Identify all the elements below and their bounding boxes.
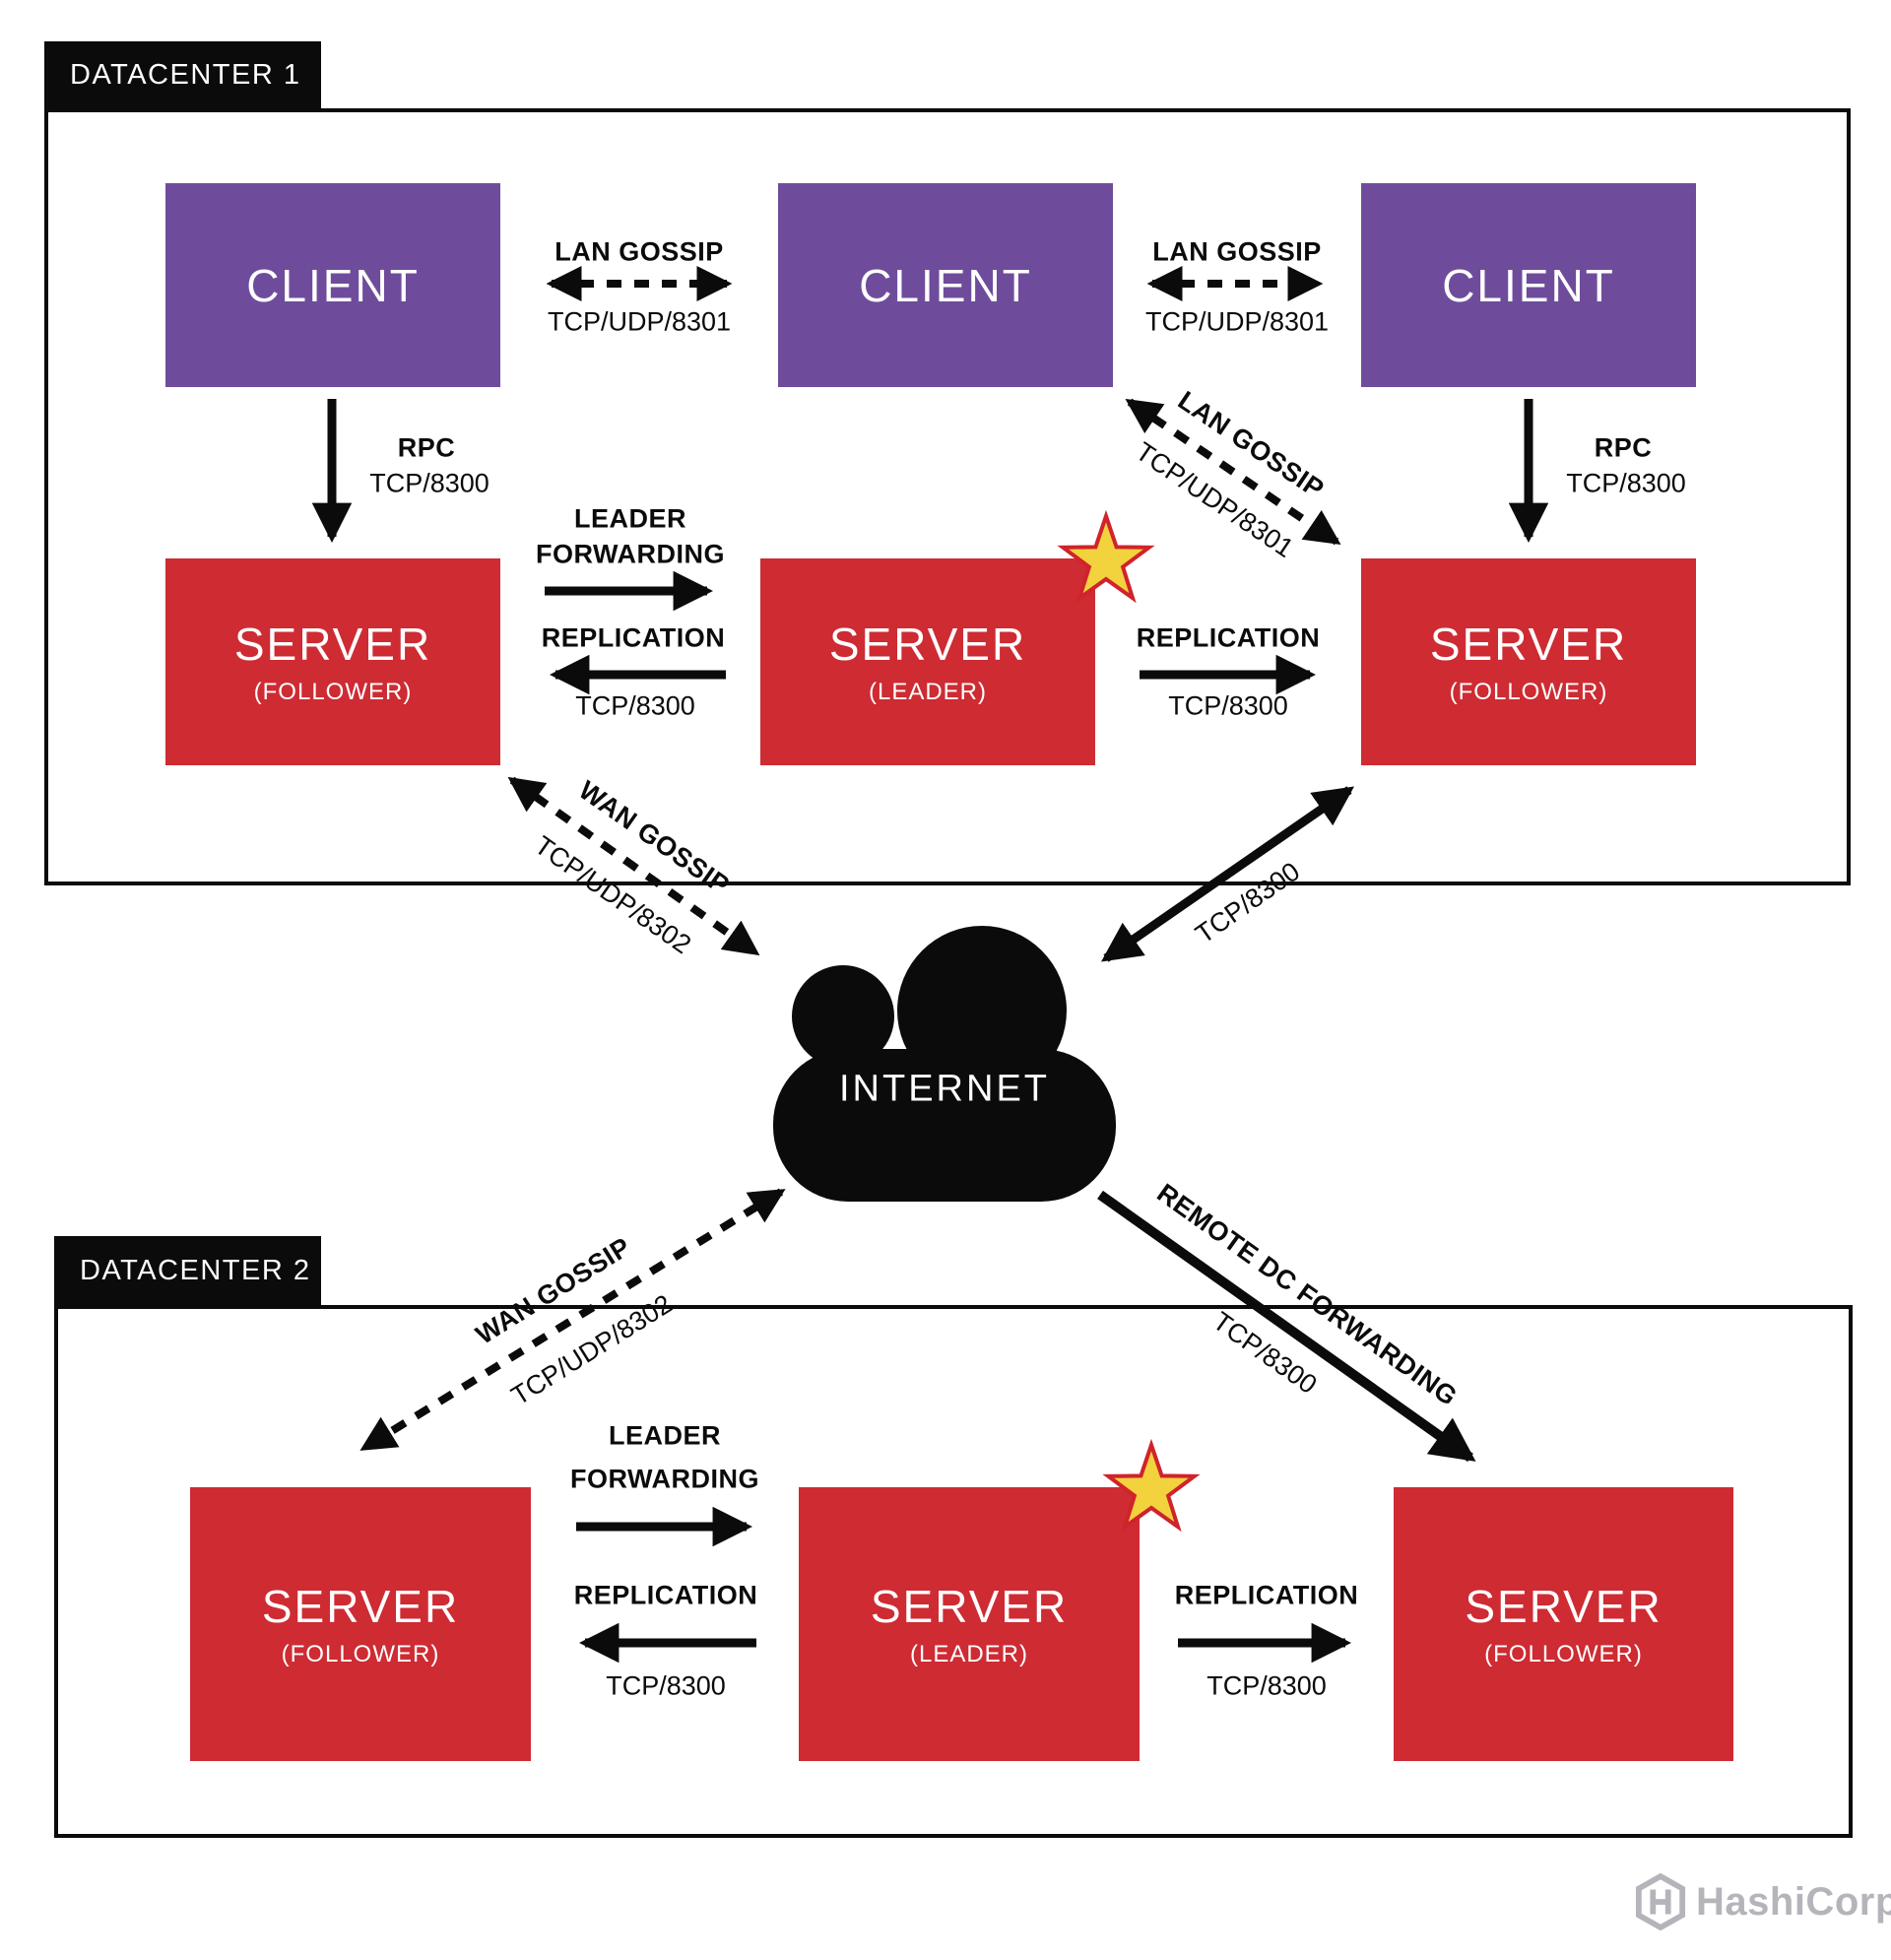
- dc1-client-2: CLIENT: [778, 183, 1113, 387]
- dc1-server-3-label: SERVER: [1429, 619, 1628, 670]
- dc1-replication-left-title: REPLICATION: [541, 622, 726, 653]
- dc1-server-leader: SERVER (LEADER): [760, 558, 1095, 765]
- dc1-server-follower-left: SERVER (FOLLOWER): [165, 558, 500, 765]
- lan-gossip-1-title: LAN GOSSIP: [554, 236, 724, 267]
- dc1-server-follower-right: SERVER (FOLLOWER): [1361, 558, 1696, 765]
- dc1-client-2-label: CLIENT: [859, 259, 1032, 311]
- dc1-server-1-role: (FOLLOWER): [253, 679, 413, 705]
- dc1-server-1-label: SERVER: [233, 619, 432, 670]
- dc2-replication-right-title: REPLICATION: [1174, 1580, 1359, 1610]
- dc1-server-2-role: (LEADER): [868, 679, 988, 705]
- datacenter2-tab: DATACENTER 2: [54, 1236, 321, 1305]
- dc2-leader-forwarding-line2: FORWARDING: [570, 1464, 759, 1494]
- dc1-client-3-label: CLIENT: [1442, 259, 1615, 311]
- internet-label: INTERNET: [839, 1068, 1050, 1110]
- dc1-server-3-role: (FOLLOWER): [1449, 679, 1608, 705]
- rpc-right-title: RPC: [1594, 432, 1653, 463]
- dc1-leader-forwarding-line2: FORWARDING: [536, 539, 725, 569]
- dc1-replication-left-port: TCP/8300: [575, 690, 695, 721]
- rpc-left-port: TCP/8300: [369, 468, 489, 498]
- dc2-replication-left-title: REPLICATION: [573, 1580, 758, 1610]
- dc2-server-1-role: (FOLLOWER): [281, 1641, 440, 1667]
- rpc-left-title: RPC: [397, 432, 456, 463]
- hashicorp-logo: HashiCorp: [1635, 1873, 1891, 1930]
- dc1-client-1-label: CLIENT: [246, 259, 420, 311]
- datacenter2-label: DATACENTER 2: [80, 1254, 311, 1286]
- dc2-server-2-label: SERVER: [870, 1581, 1069, 1632]
- dc1-replication-right-port: TCP/8300: [1168, 690, 1288, 721]
- dc1-client-3: CLIENT: [1361, 183, 1696, 387]
- dc1-client-1: CLIENT: [165, 183, 500, 387]
- dc1-replication-right-title: REPLICATION: [1136, 622, 1321, 653]
- dc1-server-2-label: SERVER: [828, 619, 1027, 670]
- dc2-leader-forwarding-line1: LEADER: [608, 1420, 722, 1451]
- datacenter1-tab: DATACENTER 1: [44, 41, 321, 108]
- dc2-server-1-label: SERVER: [261, 1581, 460, 1632]
- dc1-leader-forwarding-line1: LEADER: [573, 503, 687, 534]
- dc2-server-leader: SERVER (LEADER): [799, 1487, 1140, 1761]
- lan-gossip-2-title: LAN GOSSIP: [1152, 236, 1322, 267]
- rpc-right-port: TCP/8300: [1566, 468, 1686, 498]
- internet-cloud-icon: [773, 926, 1116, 1202]
- dc2-server-follower-left: SERVER (FOLLOWER): [190, 1487, 531, 1761]
- dc2-replication-left-port: TCP/8300: [606, 1670, 726, 1701]
- hashicorp-mark-icon: [1635, 1873, 1686, 1930]
- hashicorp-wordmark: HashiCorp: [1696, 1879, 1891, 1924]
- lan-gossip-1-port: TCP/UDP/8301: [547, 306, 732, 337]
- datacenter1-label: DATACENTER 1: [70, 58, 301, 91]
- dc2-server-2-role: (LEADER): [909, 1641, 1029, 1667]
- dc2-server-follower-right: SERVER (FOLLOWER): [1394, 1487, 1733, 1761]
- dc2-server-3-label: SERVER: [1465, 1581, 1663, 1632]
- dc2-replication-right-port: TCP/8300: [1206, 1670, 1327, 1701]
- lan-gossip-2-port: TCP/UDP/8301: [1144, 306, 1330, 337]
- dc2-server-3-role: (FOLLOWER): [1484, 1641, 1643, 1667]
